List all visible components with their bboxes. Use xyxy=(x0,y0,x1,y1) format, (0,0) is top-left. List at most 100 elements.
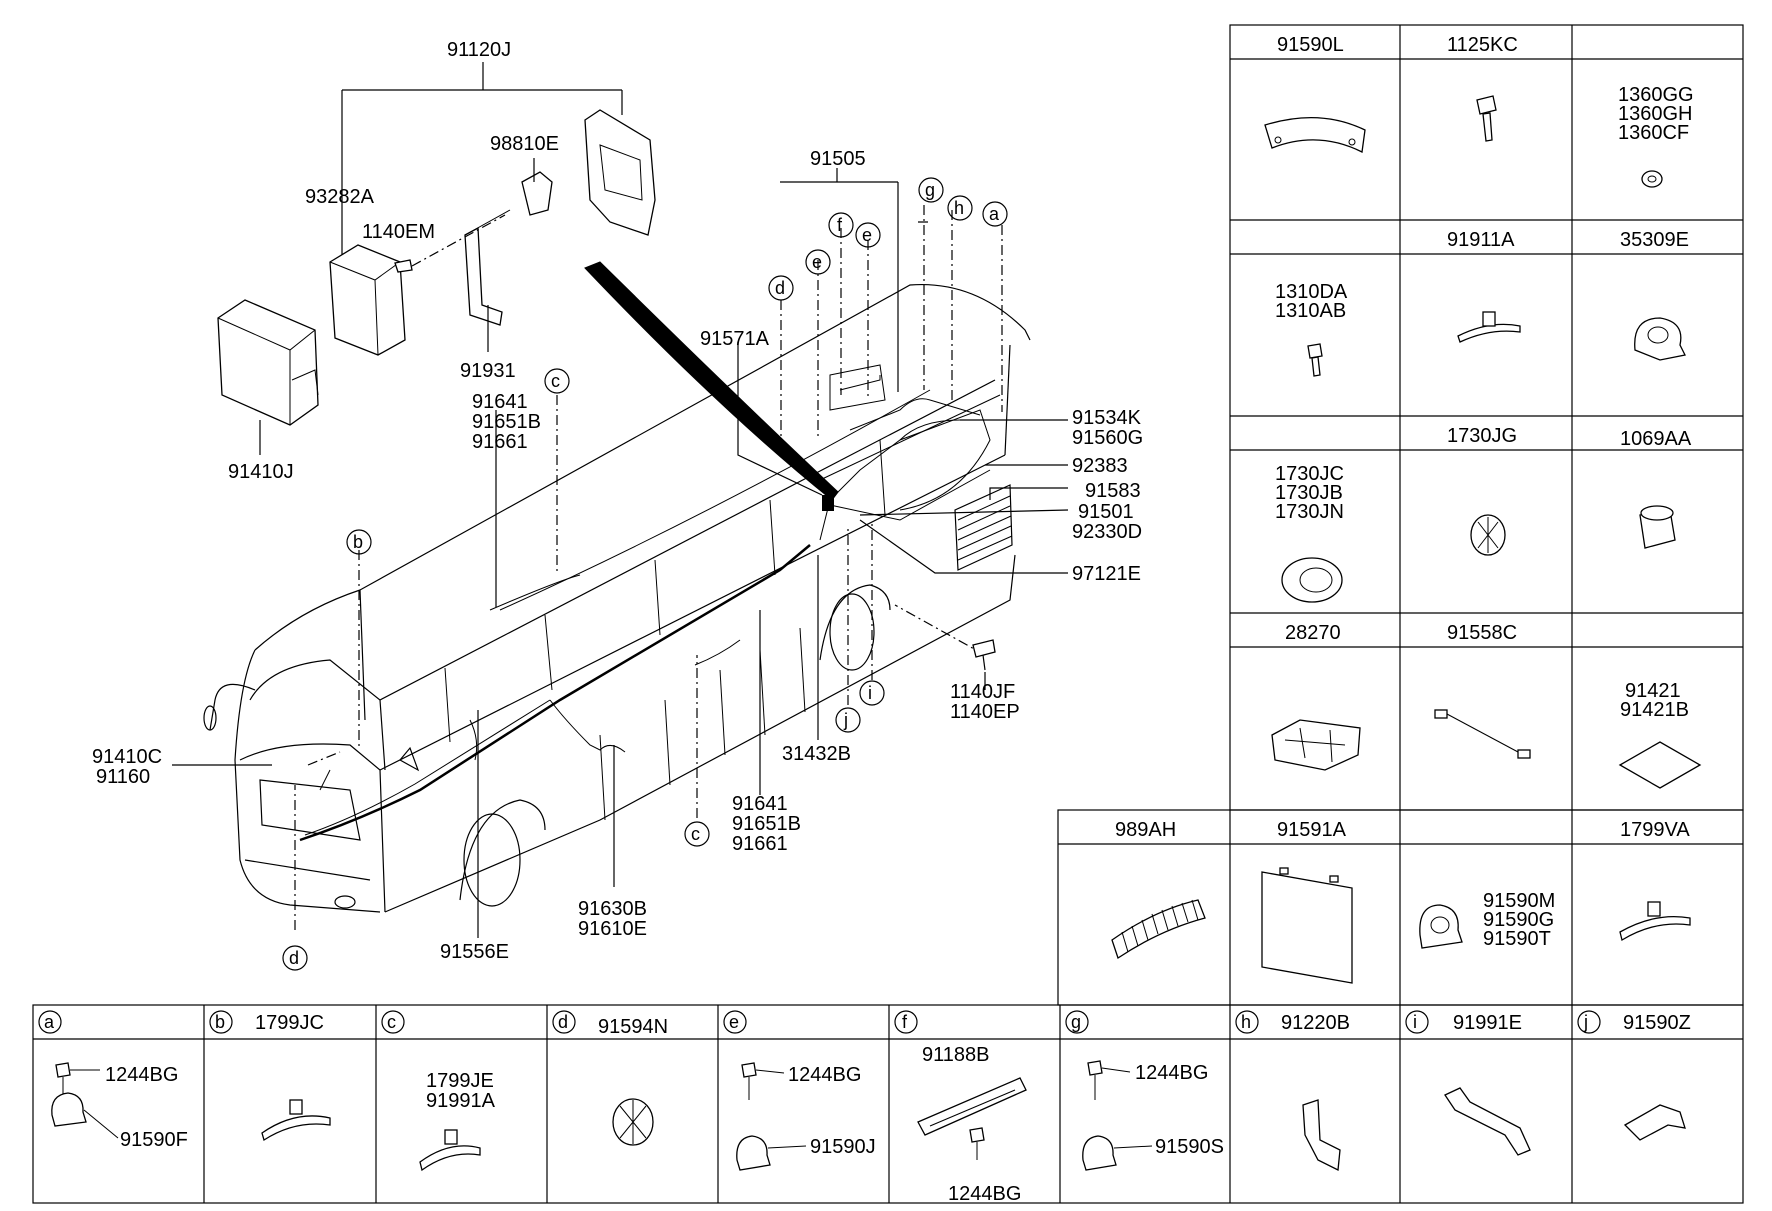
parts-table-right-labels: 91590L 1125KC 1360GG 1360GH 1360CF 91911… xyxy=(1115,34,1694,950)
label-93282A: 93282A xyxy=(305,186,375,208)
g-1244BG: 1244BG xyxy=(1135,1062,1208,1084)
label-92383: 92383 xyxy=(1072,455,1128,477)
letter-e-left: e xyxy=(812,252,822,272)
col-part-j: 91590Z xyxy=(1623,1012,1691,1034)
letter-e-right: e xyxy=(862,225,872,245)
col-letter-j: j xyxy=(1583,1012,1588,1032)
label-91651B-b: 91651B xyxy=(732,813,801,835)
label-91410J: 91410J xyxy=(228,461,294,483)
label-91560G: 91560G xyxy=(1072,427,1143,449)
a-1244BG: 1244BG xyxy=(105,1064,178,1086)
letter-i: i xyxy=(868,683,872,703)
cell-91911A: 91911A xyxy=(1447,229,1515,251)
col-letter-i: i xyxy=(1413,1012,1417,1032)
label-92330D: 92330D xyxy=(1072,521,1142,543)
cell-1310DA: 1310DA xyxy=(1275,281,1348,303)
col-part-h: 91220B xyxy=(1281,1012,1350,1034)
wiring-pointer-arrow xyxy=(584,261,839,501)
label-91505: 91505 xyxy=(810,148,866,170)
label-91160: 91160 xyxy=(96,766,150,788)
col-part-d: 91594N xyxy=(598,1016,668,1038)
label-98810E: 98810E xyxy=(490,133,559,155)
callout-labels: 91120J 98810E 93282A 1140EM 91931 91410J… xyxy=(92,39,1143,963)
cell-1730JN: 1730JN xyxy=(1275,501,1344,523)
col-letter-g: g xyxy=(1071,1012,1081,1032)
cell-1730JC: 1730JC xyxy=(1275,463,1344,485)
letter-c-bottom: c xyxy=(691,824,700,844)
label-91583: 91583 xyxy=(1085,480,1141,502)
cell-91591A: 91591A xyxy=(1277,819,1347,841)
label-1140EP: 1140EP xyxy=(950,701,1020,723)
cell-91558C: 91558C xyxy=(1447,622,1517,644)
label-1140JF: 1140JF xyxy=(950,681,1015,703)
label-91931: 91931 xyxy=(460,360,516,382)
c-1799JE: 1799JE xyxy=(426,1070,494,1092)
f-91188B: 91188B xyxy=(922,1044,989,1066)
letter-b: b xyxy=(353,532,363,552)
letter-d-bottom: d xyxy=(289,948,299,968)
col-letter-d: d xyxy=(558,1012,568,1032)
col-letter-e: e xyxy=(729,1012,739,1032)
label-91641-a: 91641 xyxy=(472,391,528,413)
leader-lines xyxy=(172,62,1069,938)
cell-91590T: 91590T xyxy=(1483,928,1551,950)
cell-1730JB: 1730JB xyxy=(1275,482,1343,504)
col-part-i: 91991E xyxy=(1453,1012,1522,1034)
g-91590S: 91590S xyxy=(1155,1136,1224,1158)
letter-j: j xyxy=(843,710,848,730)
e-91590J: 91590J xyxy=(810,1136,876,1158)
letter-c-top: c xyxy=(551,371,560,391)
parts-table-right xyxy=(1057,24,1744,1006)
cell-989AH: 989AH xyxy=(1115,819,1176,841)
f-1244BG: 1244BG xyxy=(948,1183,1021,1205)
cell-91590M: 91590M xyxy=(1483,890,1555,912)
cell-1360GH: 1360GH xyxy=(1618,103,1693,125)
cell-1360GG: 1360GG xyxy=(1618,84,1694,106)
callout-letter-circles: c b d e f e g h a i j c d xyxy=(282,177,1008,971)
cell-1730JG: 1730JG xyxy=(1447,425,1517,447)
cell-35309E: 35309E xyxy=(1620,229,1689,251)
label-91120J: 91120J xyxy=(447,39,511,61)
parts-table-bottom-cells: 1244BG 91590F 1799JE 91991A 1244BG 91590… xyxy=(51,1044,1686,1205)
col-letter-f: f xyxy=(902,1012,908,1032)
label-97121E: 97121E xyxy=(1072,563,1141,585)
letter-f: f xyxy=(837,215,843,235)
e-1244BG: 1244BG xyxy=(788,1064,861,1086)
label-91501: 91501 xyxy=(1078,501,1134,523)
cell-1310AB: 1310AB xyxy=(1275,300,1346,322)
parts-table-right-drawings xyxy=(1111,95,1702,984)
label-91630B: 91630B xyxy=(578,898,647,920)
letter-h: h xyxy=(954,198,964,218)
a-91590F: 91590F xyxy=(120,1129,188,1151)
col-letter-c: c xyxy=(387,1012,396,1032)
letter-a: a xyxy=(989,204,1000,224)
label-1140EM: 1140EM xyxy=(362,221,435,243)
cell-1125KC: 1125KC xyxy=(1447,34,1518,56)
letter-g: g xyxy=(925,180,935,200)
c-91991A: 91991A xyxy=(426,1090,496,1112)
col-letter-h: h xyxy=(1241,1012,1251,1032)
label-31432B: 31432B xyxy=(782,743,851,765)
wiring-harness xyxy=(299,364,991,842)
cell-1069AA: 1069AA xyxy=(1620,428,1692,450)
label-91534K: 91534K xyxy=(1072,407,1142,429)
label-91661-a: 91661 xyxy=(472,431,528,453)
bolt-1140JF xyxy=(972,639,996,671)
ecu-boxes xyxy=(217,109,656,426)
label-91610E: 91610E xyxy=(578,918,647,940)
parts-table-bottom xyxy=(32,1004,1744,1204)
label-91556E: 91556E xyxy=(440,941,509,963)
label-91661-b: 91661 xyxy=(732,833,788,855)
bus-illustration xyxy=(203,283,1031,913)
cell-91590G: 91590G xyxy=(1483,909,1554,931)
cell-91421: 91421 xyxy=(1625,680,1681,702)
cell-91590L: 91590L xyxy=(1277,34,1344,56)
col-letter-b: b xyxy=(215,1012,225,1032)
cell-91421B: 91421B xyxy=(1620,699,1689,721)
cell-1360CF: 1360CF xyxy=(1618,122,1689,144)
label-91410C: 91410C xyxy=(92,746,162,768)
cell-1799VA: 1799VA xyxy=(1620,819,1690,841)
cell-28270: 28270 xyxy=(1285,622,1341,644)
col-part-b: 1799JC xyxy=(255,1012,324,1034)
